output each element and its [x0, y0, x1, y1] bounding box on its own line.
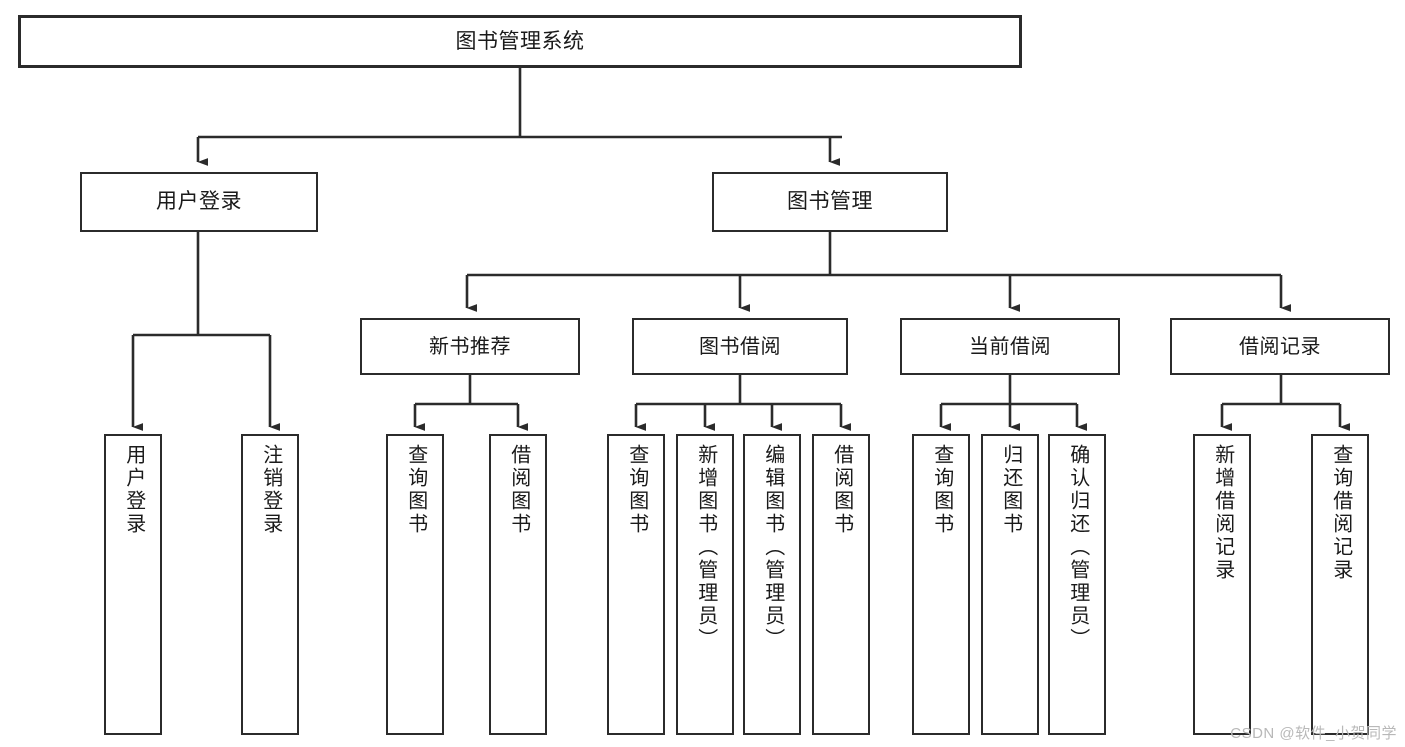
- node-label: 当前借阅: [969, 335, 1051, 358]
- node-label: 借阅图书: [507, 444, 530, 536]
- node-label: 新增图书（管理员）: [694, 444, 717, 651]
- node-label: 借阅记录: [1239, 335, 1321, 358]
- node-label: 查询借阅记录: [1329, 444, 1352, 582]
- node-book-management[interactable]: 图书管理: [712, 172, 948, 232]
- node-leaf-query-book-borrow[interactable]: 查询图书: [607, 434, 665, 735]
- node-new-book-recommend[interactable]: 新书推荐: [360, 318, 580, 375]
- node-book-borrow[interactable]: 图书借阅: [632, 318, 848, 375]
- node-label: 图书管理: [787, 190, 873, 214]
- csdn-watermark: CSDN @软件_小贺同学: [1230, 725, 1397, 742]
- node-leaf-add-book-admin[interactable]: 新增图书（管理员）: [676, 434, 734, 735]
- node-label: 图书管理系统: [455, 29, 585, 53]
- node-leaf-user-logout[interactable]: 注销登录: [241, 434, 299, 735]
- node-label: 新书推荐: [429, 335, 511, 358]
- node-user-login[interactable]: 用户登录: [80, 172, 318, 232]
- node-label: 借阅图书: [830, 444, 853, 536]
- node-root-book-management-system[interactable]: 图书管理系统: [18, 15, 1022, 68]
- node-borrow-record[interactable]: 借阅记录: [1170, 318, 1390, 375]
- node-label: 归还图书: [999, 444, 1022, 536]
- node-label: 用户登录: [156, 190, 242, 214]
- node-label: 注销登录: [259, 444, 282, 536]
- node-leaf-query-book-recommend[interactable]: 查询图书: [386, 434, 444, 735]
- node-label: 查询图书: [625, 444, 648, 536]
- node-label: 确认归还（管理员）: [1066, 444, 1089, 651]
- node-leaf-user-login[interactable]: 用户登录: [104, 434, 162, 735]
- node-leaf-confirm-return-admin[interactable]: 确认归还（管理员）: [1048, 434, 1106, 735]
- node-label: 新增借阅记录: [1211, 444, 1234, 582]
- node-label: 图书借阅: [699, 335, 781, 358]
- node-leaf-return-book[interactable]: 归还图书: [981, 434, 1039, 735]
- node-label: 编辑图书（管理员）: [761, 444, 784, 651]
- node-leaf-query-borrow-record[interactable]: 查询借阅记录: [1311, 434, 1369, 735]
- node-leaf-query-book-current[interactable]: 查询图书: [912, 434, 970, 735]
- node-label: 查询图书: [930, 444, 953, 536]
- node-leaf-add-borrow-record[interactable]: 新增借阅记录: [1193, 434, 1251, 735]
- node-label: 用户登录: [122, 444, 145, 536]
- node-leaf-edit-book-admin[interactable]: 编辑图书（管理员）: [743, 434, 801, 735]
- node-current-borrow[interactable]: 当前借阅: [900, 318, 1120, 375]
- node-leaf-borrow-book-recommend[interactable]: 借阅图书: [489, 434, 547, 735]
- node-label: 查询图书: [404, 444, 427, 536]
- node-leaf-borrow-book[interactable]: 借阅图书: [812, 434, 870, 735]
